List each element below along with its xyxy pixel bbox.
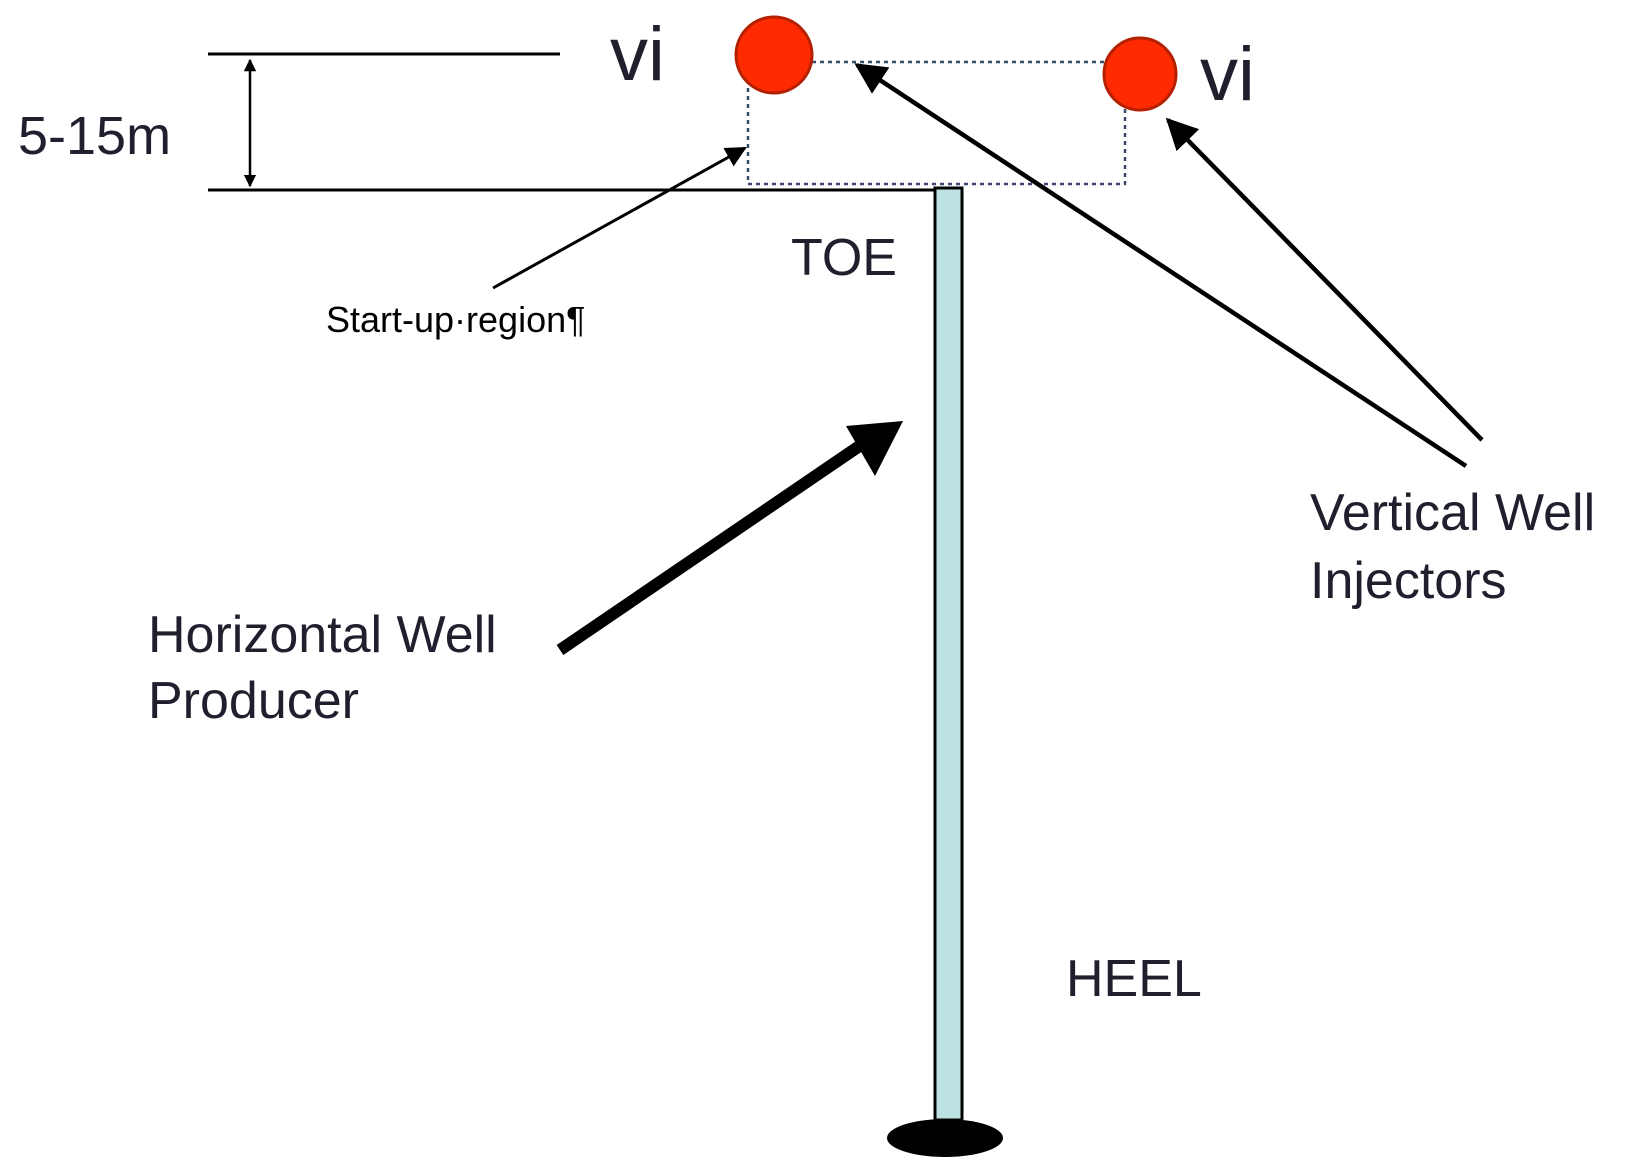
horizontal-producer-label-line2: Producer	[148, 672, 359, 730]
injector-arrow-right	[1165, 117, 1484, 442]
horizontal-producer-label-line1: Horizontal Well	[148, 606, 497, 664]
horizontal-well-producer	[933, 186, 964, 1122]
heel-label: HEEL	[1066, 950, 1202, 1008]
toe-label: TOE	[791, 229, 897, 287]
heel-ellipse	[887, 1119, 1003, 1157]
vi-label-left: vi	[610, 12, 665, 97]
distance-label: 5-15m	[18, 106, 171, 166]
producer-arrow	[556, 427, 884, 655]
vi-label-right: vi	[1200, 32, 1255, 117]
producer-arrowhead	[846, 421, 903, 476]
injector-arrow-left	[854, 63, 1468, 468]
vertical-injectors-label-line1: Vertical Well	[1310, 484, 1595, 542]
vertical-injector-right	[1102, 36, 1178, 112]
startup-region-label: Start-up·region¶	[326, 299, 585, 340]
startup-region-box	[746, 60, 1127, 186]
vertical-injector-left	[734, 15, 814, 95]
vertical-injectors-label-line2: Injectors	[1310, 552, 1507, 610]
startup-region-arrow	[492, 146, 747, 290]
